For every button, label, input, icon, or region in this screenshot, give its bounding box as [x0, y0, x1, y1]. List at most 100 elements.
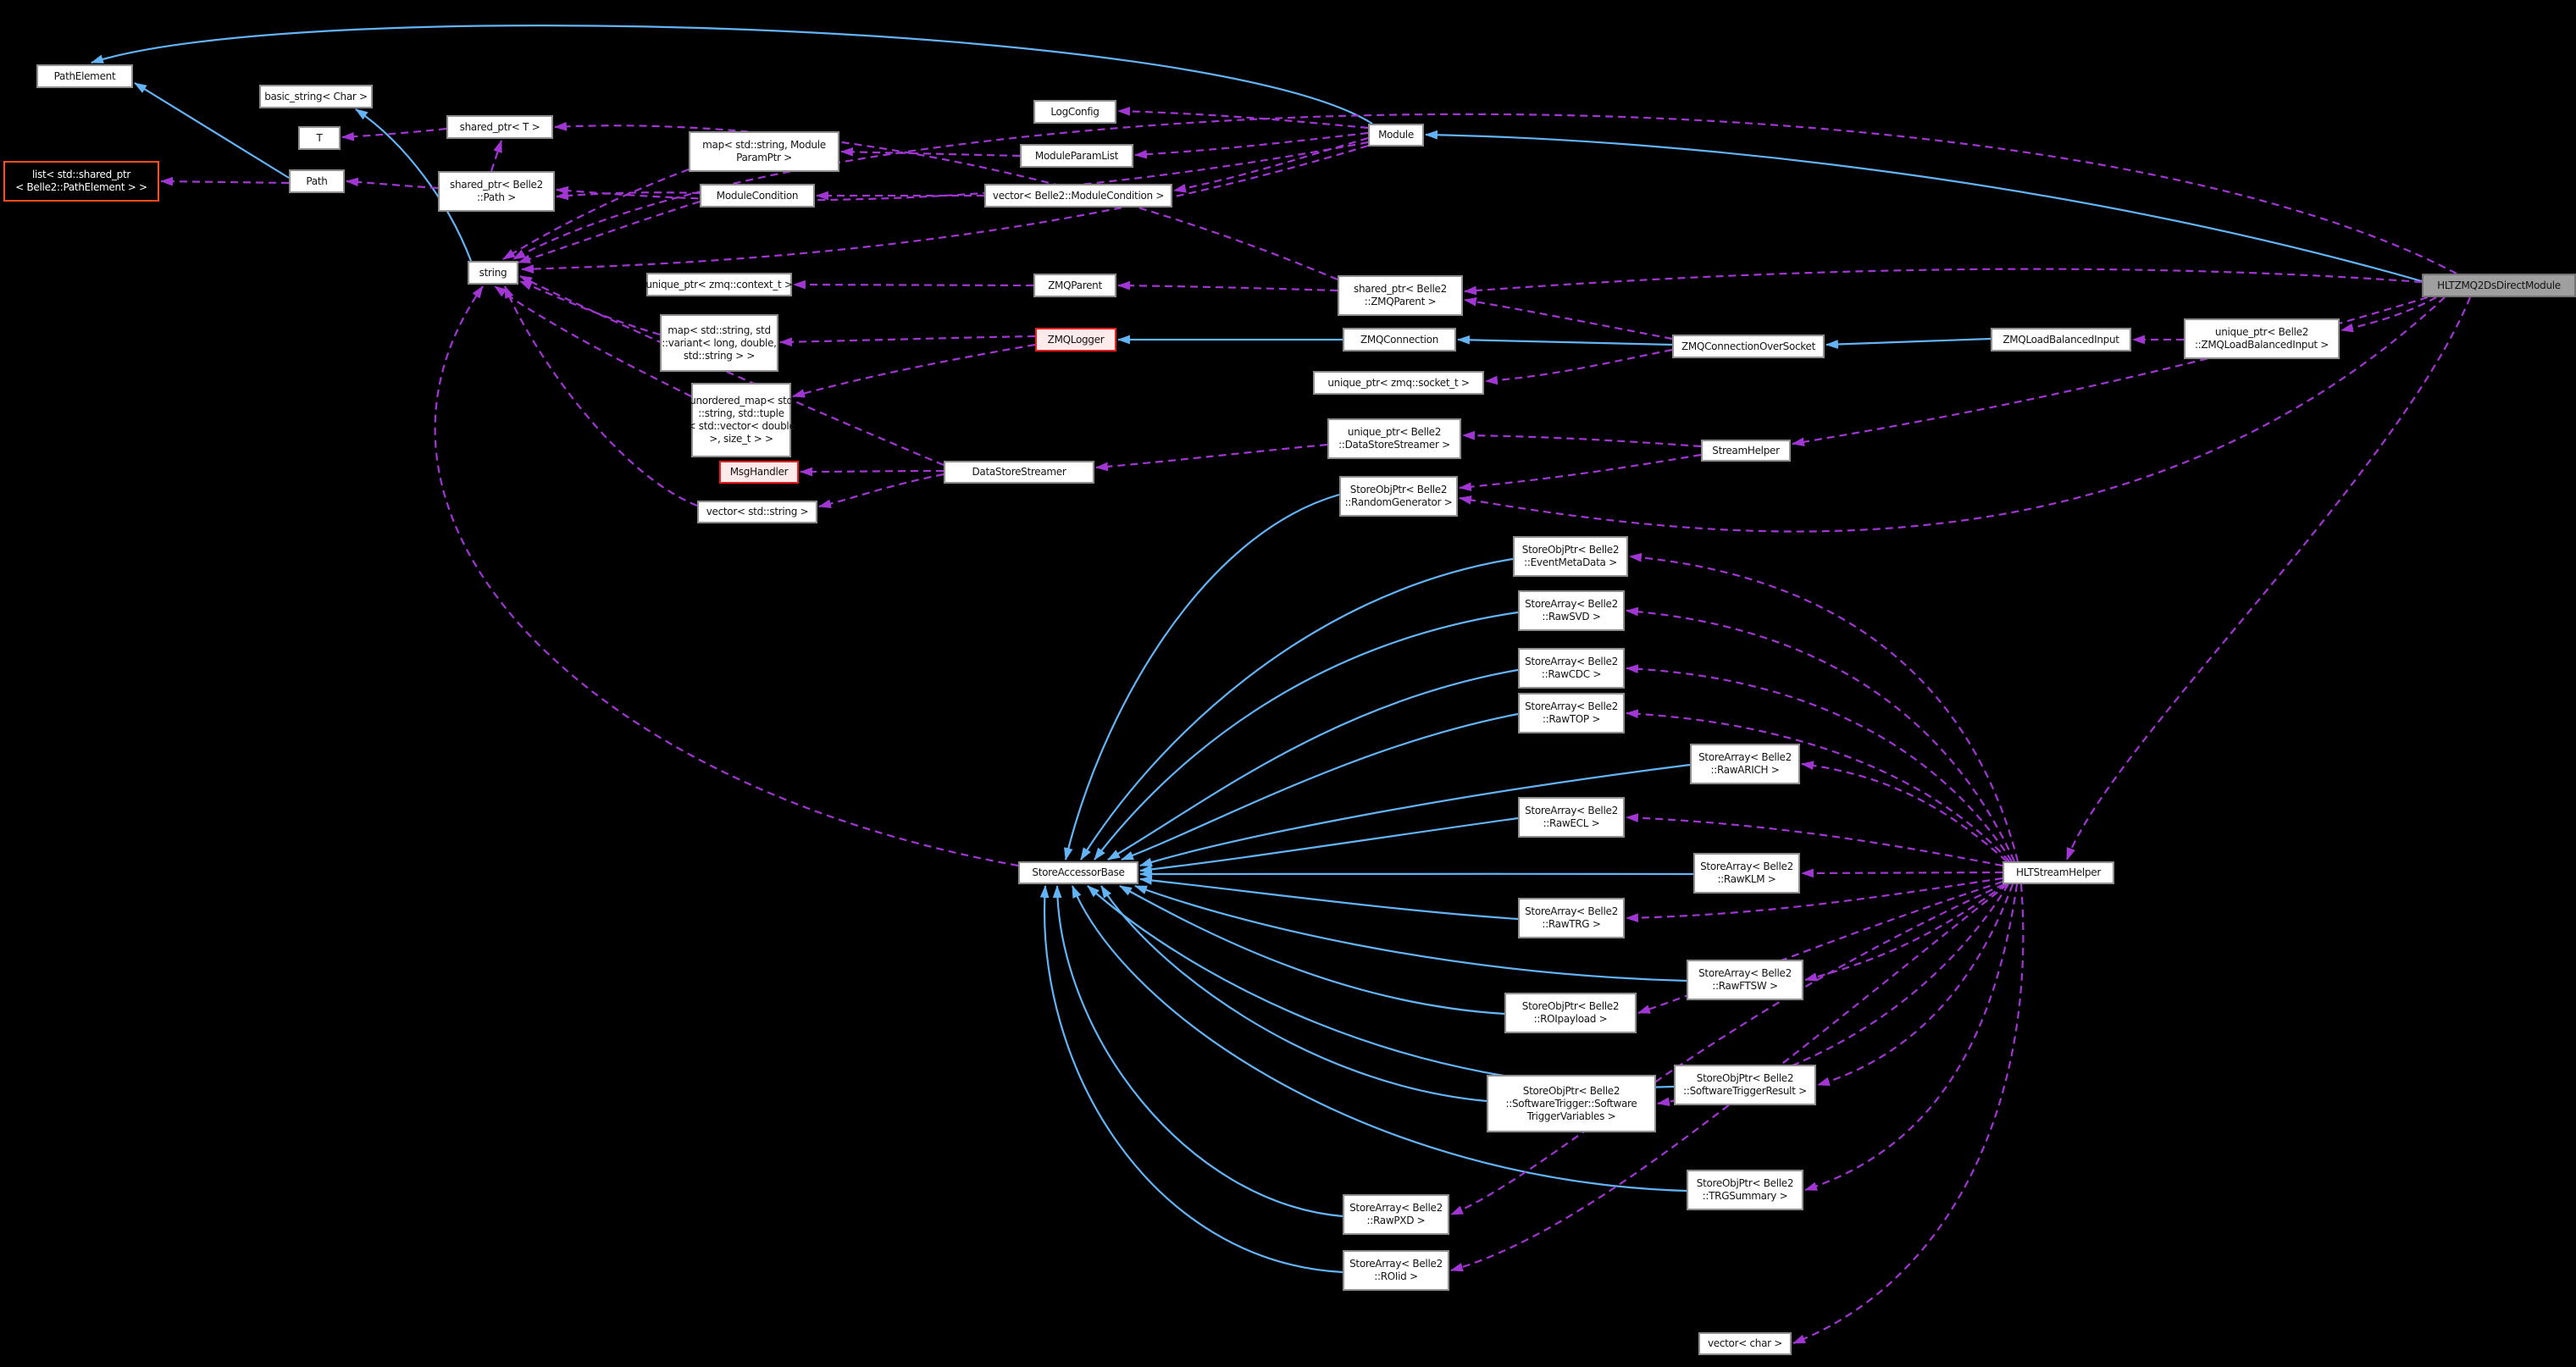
node-zmqlogger[interactable]: ZMQLogger: [1035, 328, 1116, 351]
node-label: unique_ptr< Belle2: [1347, 426, 1442, 438]
node-vecchar[interactable]: vector< char >: [1698, 1332, 1792, 1355]
edge-hltsh-rawklm: [1800, 868, 2003, 878]
edge-string-basicstring: [355, 108, 473, 262]
edge-sptrpath-sptrt: [490, 139, 503, 172]
node-listpath[interactable]: list< std::shared_ptr< Belle2::PathEleme…: [3, 161, 159, 202]
node-basicstring[interactable]: basic_string< Char >: [259, 85, 373, 108]
node-path[interactable]: Path: [289, 169, 345, 193]
node-label: PathElement: [53, 69, 116, 82]
node-label: shared_ptr< Belle2: [1354, 283, 1447, 295]
node-soproipayload[interactable]: StoreObjPtr< Belle2::ROIpayload >: [1504, 993, 1637, 1033]
edge-zmqlogger-mapvariant: [778, 335, 1036, 347]
edge-rawecl-sab: [1138, 816, 1519, 874]
node-rawcdc[interactable]: StoreArray< Belle2::RawCDC >: [1518, 648, 1625, 689]
node-vecmodcond[interactable]: vector< Belle2::ModuleCondition >: [984, 184, 1172, 208]
node-rawecl[interactable]: StoreArray< Belle2::RawECL >: [1518, 797, 1625, 838]
edge-module-vecmodcond: [1172, 136, 1369, 193]
node-string[interactable]: string: [468, 261, 518, 285]
edge-module-modparamlist: [1133, 131, 1369, 159]
node-label: ::variant< long, double,: [662, 336, 777, 349]
node-label: DataStoreStreamer: [972, 466, 1066, 478]
node-sab[interactable]: StoreAccessorBase: [1018, 861, 1138, 884]
node-rawsvd[interactable]: StoreArray< Belle2::RawSVD >: [1518, 590, 1625, 631]
edge-sptrzmqparent-sptrt: [553, 121, 1338, 281]
node-sopstr[interactable]: StoreObjPtr< Belle2::SoftwareTriggerResu…: [1674, 1065, 1816, 1105]
node-label: ModuleParamList: [1034, 149, 1119, 162]
node-sptrzmqparent[interactable]: shared_ptr< Belle2::ZMQParent >: [1338, 275, 1463, 316]
edge-sptrzmqparent-zmqparent: [1116, 280, 1338, 292]
edge-hltsh-roiid: [1449, 883, 2008, 1272]
node-vecstring[interactable]: vector< std::string >: [697, 501, 817, 523]
node-zmqconnection[interactable]: ZMQConnection: [1343, 328, 1456, 351]
node-zmqlbi[interactable]: ZMQLoadBalancedInput: [1991, 328, 2131, 351]
edge-rawpxd-sab: [1052, 884, 1343, 1218]
edge-sab-string: [434, 285, 1019, 867]
node-dss[interactable]: DataStoreStreamer: [944, 461, 1094, 484]
node-label: ::ZMQLoadBalancedInput >: [2194, 339, 2329, 351]
edge-dss-msghandler: [799, 467, 945, 477]
node-soprandom[interactable]: StoreObjPtr< Belle2::RandomGenerator >: [1339, 476, 1458, 517]
node-logconfig[interactable]: LogConfig: [1033, 100, 1116, 124]
node-sptrpath[interactable]: shared_ptr< Belle2::Path >: [438, 171, 555, 212]
edge-hltzmq2ds-module: [1424, 130, 2423, 283]
node-label: ZMQConnectionOverSocket: [1681, 340, 1816, 352]
node-label: ZMQLogger: [1047, 333, 1105, 346]
node-sptrt[interactable]: shared_ptr< T >: [446, 115, 553, 139]
edge-zmqlogger-unorderedmap: [791, 343, 1036, 398]
node-sopstv[interactable]: StoreObjPtr< Belle2::SoftwareTrigger::So…: [1487, 1075, 1656, 1132]
edge-hltzmq2ds-streamhelper: [1791, 296, 2429, 446]
edge-path-listpath: [159, 176, 290, 186]
edge-hltzmq2ds-hltsh: [2065, 296, 2472, 861]
edge-hltsh-rawftsw: [1803, 883, 2007, 982]
node-label: StoreArray< Belle2: [1525, 905, 1618, 917]
node-label: ZMQLoadBalancedInput: [2003, 333, 2119, 346]
node-rawpxd[interactable]: StoreArray< Belle2::RawPXD >: [1343, 1194, 1449, 1235]
node-uptrzmqlbi[interactable]: unique_ptr< Belle2::ZMQLoadBalancedInput…: [2184, 318, 2340, 359]
node-module[interactable]: Module: [1368, 124, 1424, 147]
node-label: >, size_t > >: [709, 433, 773, 445]
edge-mapvariant-string: [519, 279, 661, 336]
node-label: T: [316, 131, 323, 144]
node-t[interactable]: T: [298, 126, 341, 150]
edge-hltsh-sopstr: [1816, 883, 2014, 1087]
node-pathelement[interactable]: PathElement: [36, 64, 133, 88]
node-label: map< std::string, Module: [702, 139, 826, 151]
node-label: StoreArray< Belle2: [1700, 861, 1793, 872]
node-label: ::RawARICH >: [1710, 764, 1780, 776]
node-uptrcontext[interactable]: unique_ptr< zmq::context_t >: [645, 273, 793, 296]
edge-mapparam-string: [502, 168, 690, 260]
edge-rawftsw-sab: [1133, 884, 1687, 982]
node-label: Path: [306, 174, 328, 187]
node-modparamlist[interactable]: ModuleParamList: [1020, 144, 1133, 168]
node-uptrdss[interactable]: unique_ptr< Belle2::DataStoreStreamer >: [1327, 418, 1461, 459]
edge-streamhelper-uptrdss: [1461, 430, 1702, 448]
node-rawtrg[interactable]: StoreArray< Belle2::RawTRG >: [1518, 898, 1625, 938]
edge-hltzmq2ds-soprandom: [1458, 296, 2446, 533]
node-modcond[interactable]: ModuleCondition: [700, 184, 815, 208]
node-sopeventmeta[interactable]: StoreObjPtr< Belle2::EventMetaData >: [1513, 536, 1628, 577]
node-label: unique_ptr< Belle2: [2214, 326, 2309, 338]
edge-soproipayload-sab: [1119, 885, 1505, 1016]
node-msghandler[interactable]: MsgHandler: [719, 461, 799, 484]
node-rawklm[interactable]: StoreArray< Belle2::RawKLM >: [1693, 853, 1800, 894]
node-mapvariant[interactable]: map< std::string, std::variant< long, do…: [660, 314, 778, 372]
node-zmqcos[interactable]: ZMQConnectionOverSocket: [1672, 335, 1825, 358]
node-label: ::ROIid >: [1374, 1270, 1418, 1282]
node-hltsh[interactable]: HLTStreamHelper: [2003, 861, 2114, 884]
node-rawarich[interactable]: StoreArray< Belle2::RawARICH >: [1690, 744, 1800, 784]
node-label: ::Path >: [477, 191, 516, 203]
node-uptrsocket[interactable]: unique_ptr< zmq::socket_t >: [1313, 371, 1484, 395]
node-streamhelper[interactable]: StreamHelper: [1701, 440, 1791, 462]
node-unorderedmap[interactable]: unordered_map< std::string, std::tuple< …: [687, 383, 795, 457]
node-roiid[interactable]: StoreArray< Belle2::ROIid >: [1343, 1250, 1449, 1291]
node-rawftsw[interactable]: StoreArray< Belle2::RawFTSW >: [1687, 960, 1803, 1000]
node-label: StoreArray< Belle2: [1349, 1258, 1443, 1270]
node-label: ZMQConnection: [1360, 333, 1439, 346]
node-zmqparent[interactable]: ZMQParent: [1033, 274, 1116, 297]
node-hltzmq2ds[interactable]: HLTZMQ2DsDirectModule: [2422, 274, 2576, 297]
node-soptrg[interactable]: StoreObjPtr< Belle2::TRGSummary >: [1687, 1170, 1803, 1210]
node-rawtop[interactable]: StoreArray< Belle2::RawTOP >: [1518, 693, 1625, 733]
